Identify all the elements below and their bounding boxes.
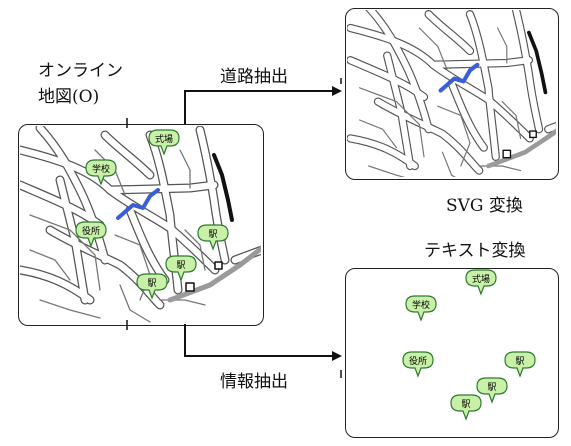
source-map-title-line1: オンライン <box>38 61 123 81</box>
svg-text:駅: 駅 <box>515 356 524 367</box>
svg-text:駅: 駅 <box>176 260 185 271</box>
svg-text:役所: 役所 <box>82 225 100 237</box>
svg-text:式場: 式場 <box>472 273 490 285</box>
poi-shikijo: 式場 <box>148 129 180 155</box>
frame-ticks <box>126 78 342 378</box>
poi-eki-1: 駅 <box>197 224 229 250</box>
info-extraction-label: 情報抽出 <box>220 372 288 392</box>
text-poi-eki-1: 駅 <box>504 351 536 377</box>
highlighted-road <box>116 188 160 220</box>
poi-eki-2: 駅 <box>165 255 197 281</box>
svg-road-map <box>350 8 571 186</box>
source-map <box>20 128 262 322</box>
svg-text:役所: 役所 <box>409 355 427 367</box>
poi-yakusho: 役所 <box>75 221 107 247</box>
svg-text:学校: 学校 <box>92 163 110 175</box>
svg-text:駅: 駅 <box>487 382 496 393</box>
svg-conversion-label: SVG 変換 <box>446 196 523 216</box>
text-poi-shikijo: 式場 <box>465 269 497 295</box>
poi-gakko: 学校 <box>85 159 117 185</box>
info-extraction-arrow <box>184 324 342 361</box>
source-map-title-line2: 地図(O) <box>38 87 100 107</box>
svg-text:駅: 駅 <box>461 399 470 410</box>
road-extraction-arrow <box>184 86 342 124</box>
text-poi-eki-3: 駅 <box>450 394 482 420</box>
road-extraction-label: 道路抽出 <box>220 67 288 87</box>
svg-text:駅: 駅 <box>208 229 217 240</box>
poi-eki-3: 駅 <box>136 273 168 299</box>
text-conversion-label: テキスト変換 <box>424 241 526 261</box>
text-poi-gakko: 学校 <box>405 295 437 321</box>
svg-text:学校: 学校 <box>412 299 430 311</box>
text-poi-yakusho: 役所 <box>402 351 434 377</box>
svg-text:式場: 式場 <box>155 133 173 145</box>
svg-text:駅: 駅 <box>147 278 156 289</box>
text-poi-eki-2: 駅 <box>476 377 508 403</box>
